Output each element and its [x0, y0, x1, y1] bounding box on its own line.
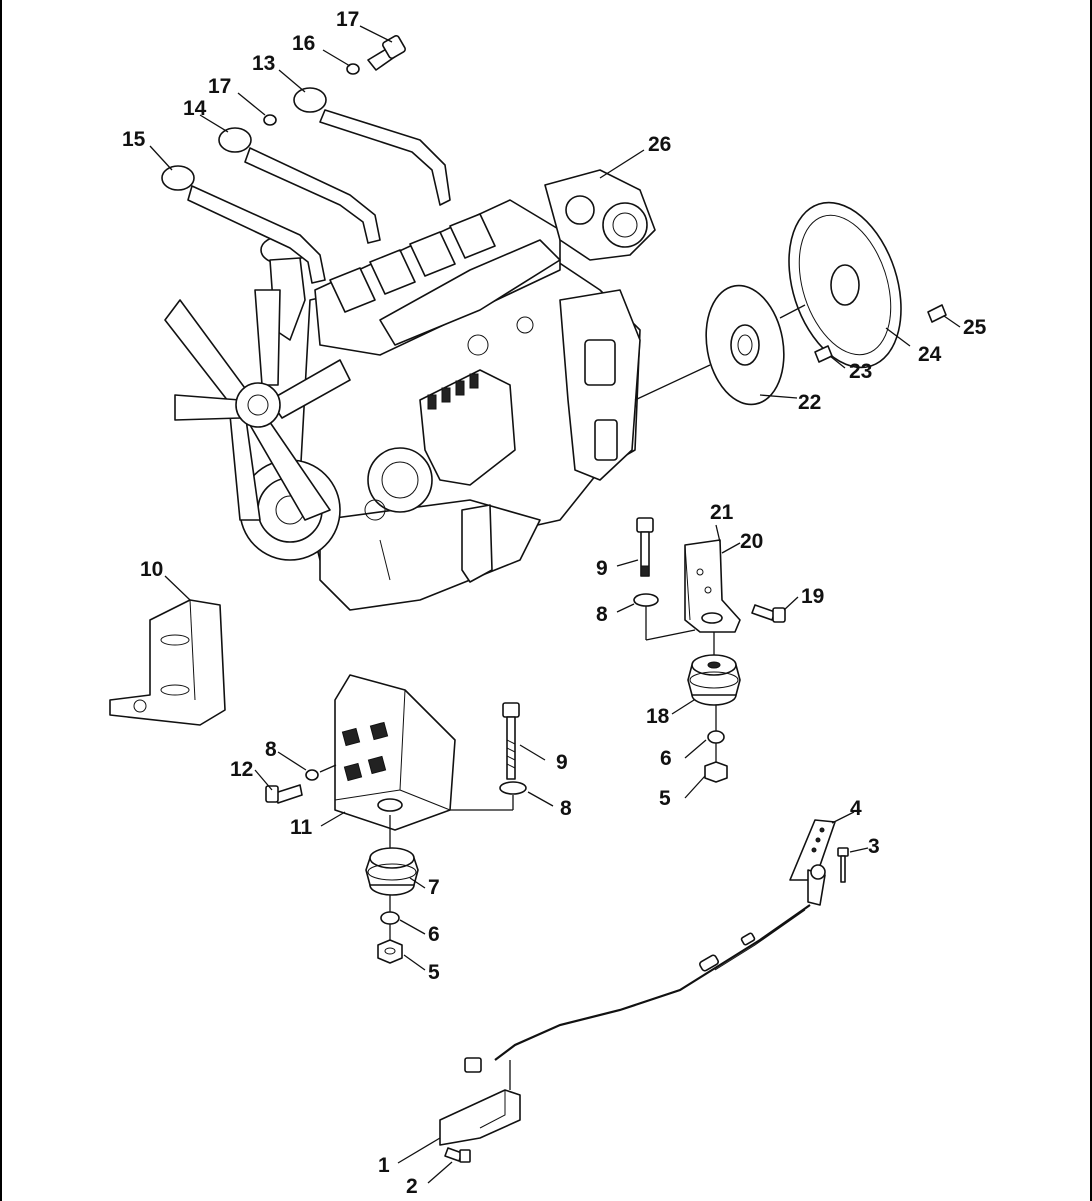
washer-8-left — [305, 769, 319, 781]
washer-6-lower — [380, 911, 400, 925]
washer-6-upper — [707, 730, 725, 744]
bracket-20 — [684, 539, 741, 633]
engine-assembly — [164, 169, 656, 611]
pipe-14 — [218, 127, 381, 244]
bolt-9-upper — [636, 517, 654, 577]
label-12: 12 — [230, 758, 253, 781]
flywheel-disk-24 — [788, 201, 902, 369]
cable-bracket-1 — [439, 1060, 521, 1146]
label-16: 17 — [336, 8, 359, 31]
label-13: 13 — [252, 52, 275, 75]
bolt-25 — [927, 304, 947, 323]
label-18: 18 — [646, 705, 670, 728]
bolt-9-lower — [502, 702, 520, 780]
label-11: 11 — [290, 816, 313, 839]
bolt-2 — [444, 1147, 471, 1163]
label-2: 2 — [406, 1175, 418, 1198]
label-24: 24 — [918, 343, 942, 366]
label-19: 19 — [801, 585, 824, 608]
label-8-lower: 8 — [560, 797, 572, 820]
label-5-upper: 5 — [659, 787, 671, 810]
label-17-top: 16 — [292, 32, 315, 55]
label-25: 25 — [963, 316, 987, 339]
label-3: 3 — [868, 835, 880, 858]
rubber-mount-7 — [365, 847, 419, 896]
coupling-plate-22 — [705, 284, 785, 406]
bolt-12 — [265, 784, 303, 804]
pipe-15 — [161, 165, 326, 284]
leader-lines — [149, 25, 961, 1184]
accelerator-pedal-4 — [789, 819, 836, 906]
label-6-lower: 6 — [428, 923, 440, 946]
label-8-upper: 8 — [596, 603, 608, 626]
part-labels: 17 16 13 17 14 15 26 25 24 23 22 21 20 1… — [122, 8, 987, 1198]
label-8-left: 8 — [265, 738, 277, 761]
label-21: 21 — [710, 501, 734, 524]
label-4: 4 — [850, 797, 862, 820]
pipe-13 — [293, 87, 451, 206]
bracket-10 — [109, 599, 226, 726]
bolt-3 — [837, 847, 849, 883]
bolt-23 — [814, 345, 833, 363]
label-9-lower: 9 — [556, 751, 568, 774]
label-26: 26 — [648, 133, 671, 156]
washer-8-lower — [499, 781, 527, 795]
washer-17a — [346, 63, 360, 75]
label-7: 7 — [428, 876, 440, 899]
label-10: 10 — [140, 558, 163, 581]
label-6-upper: 6 — [660, 747, 672, 770]
label-5-lower: 5 — [428, 961, 440, 984]
bracket-11 — [334, 674, 456, 831]
label-17-lower: 17 — [208, 75, 231, 98]
label-23: 23 — [849, 360, 872, 383]
nut-5-lower — [377, 939, 403, 964]
bolt-19 — [751, 604, 786, 623]
label-14: 14 — [183, 97, 207, 120]
label-20: 20 — [740, 530, 763, 553]
label-22: 22 — [798, 391, 821, 414]
throttle-cable — [464, 904, 811, 1073]
label-1: 1 — [378, 1154, 390, 1177]
banjo-bolt-16 — [367, 35, 406, 71]
label-9-upper: 9 — [596, 557, 608, 580]
washer-17b — [263, 114, 277, 126]
rubber-mount-18 — [687, 654, 741, 706]
label-15: 15 — [122, 128, 146, 151]
nut-5-upper — [704, 761, 728, 783]
washer-8-upper — [633, 593, 659, 607]
